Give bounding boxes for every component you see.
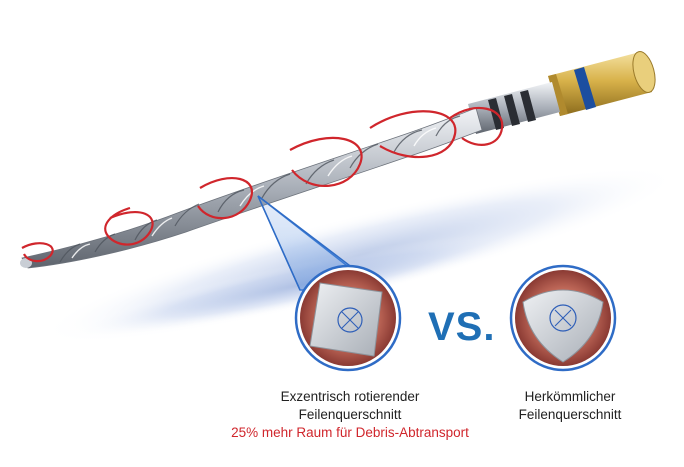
eccentric-rectangle-cross-section-icon — [294, 264, 402, 372]
eccentric-caption-highlight: 25% mehr Raum für Debris-Abtransport — [231, 425, 469, 440]
eccentric-caption: Exzentrisch rotierender Feilenquerschnit… — [215, 388, 485, 442]
conventional-caption: Herkömmlicher Feilenquerschnitt — [470, 388, 670, 424]
conventional-caption-line2: Feilenquerschnitt — [518, 407, 622, 422]
eccentric-caption-line1: Exzentrisch rotierender — [280, 389, 420, 404]
conventional-caption-line1: Herkömmlicher — [524, 389, 616, 404]
triangular-cross-section-icon — [509, 264, 617, 372]
versus-label: VS. — [428, 305, 496, 349]
file-handle — [548, 51, 656, 116]
rotation-path-helix — [21, 106, 504, 263]
eccentric-caption-line2: Feilenquerschnitt — [298, 407, 402, 422]
